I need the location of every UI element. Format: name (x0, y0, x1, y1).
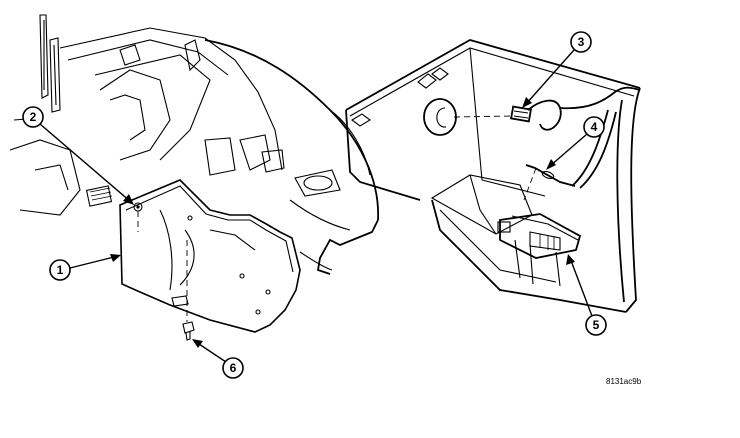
callout-4-label: 4 (591, 120, 598, 134)
callout-5: 5 (566, 254, 607, 336)
callout-6: 6 (192, 339, 244, 379)
callout-3: 3 (522, 31, 592, 108)
lamp-switch-assembly (497, 213, 582, 287)
knee-blocker-panel (119, 179, 301, 333)
callout-1-label: 1 (57, 263, 64, 277)
panel-fastener-lower (182, 240, 195, 341)
wire-harness-connector (510, 105, 532, 123)
callout-3-label: 3 (578, 35, 585, 49)
callout-5-label: 5 (593, 318, 600, 332)
figure-id-label: 8131ac9b (606, 377, 642, 386)
right-view-glove-box (345, 39, 641, 313)
lamp-bulb (523, 164, 576, 201)
callout-2-label: 2 (30, 110, 37, 124)
panel-fastener-upper (133, 202, 143, 232)
callout-1: 1 (49, 254, 121, 281)
callout-2: 2 (22, 106, 134, 205)
callout-6-label: 6 (230, 361, 237, 375)
left-view-dash-structure (9, 14, 379, 275)
callout-4: 4 (546, 116, 605, 170)
